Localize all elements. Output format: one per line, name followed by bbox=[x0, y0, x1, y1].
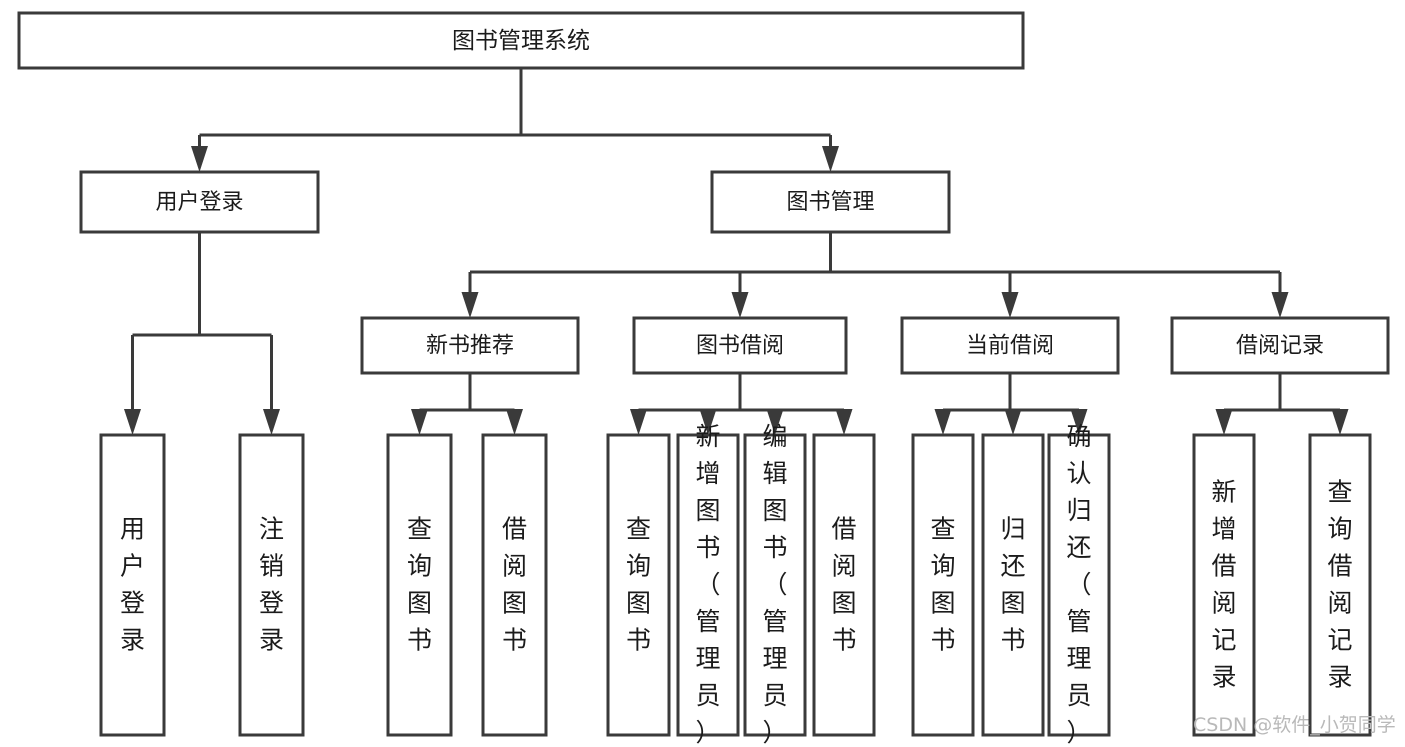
node-borrow_record[interactable]: 借阅记录 bbox=[1170, 316, 1390, 375]
csdn-watermark: CSDN @软件_小贺同学 bbox=[1193, 714, 1396, 736]
node-box-book_borrow bbox=[632, 316, 848, 375]
leaf-label-leaf-borrow-book-2: 借阅图书 bbox=[831, 515, 856, 655]
node-label-current_borrow: 当前借阅 bbox=[966, 334, 1054, 359]
node-box-root bbox=[17, 11, 1025, 70]
node-label-root: 图书管理系统 bbox=[452, 28, 590, 54]
leaf-box-leaf-edit-book-admin bbox=[743, 433, 807, 737]
edge-user_login-to-leaf-logout-login-head bbox=[263, 409, 280, 435]
node-label-book_borrow: 图书借阅 bbox=[696, 334, 784, 359]
leaf-leaf-query-book-2[interactable]: 查询图书 bbox=[606, 433, 671, 737]
leaf-label-leaf-add-book-admin: 新增图书（管理员） bbox=[695, 422, 720, 747]
leaf-box-leaf-return-book bbox=[981, 433, 1045, 737]
leaf-label-leaf-query-borrow-rec: 查询借阅记录 bbox=[1327, 478, 1352, 692]
leaf-label-leaf-logout-login: 注销登录 bbox=[259, 515, 284, 655]
edge-book-manage-to-new_book_rec-0-head bbox=[461, 292, 479, 318]
node-box-new_book_rec bbox=[360, 316, 580, 375]
edge-book-manage-to-book_borrow-1-head bbox=[731, 292, 749, 318]
leaf-leaf-borrow-book-2[interactable]: 借阅图书 bbox=[812, 433, 876, 737]
leaf-label-leaf-return-book: 归还图书 bbox=[1000, 515, 1025, 655]
leaf-box-leaf-add-book-admin bbox=[676, 433, 740, 737]
leaf-box-leaf-borrow-book-2 bbox=[812, 433, 876, 737]
edge-new_book_rec-to-leaf-borrow-book-1-head bbox=[506, 409, 523, 435]
edge-book_borrow-to-leaf-query-book-2-head bbox=[630, 409, 647, 435]
leaf-box-leaf-logout-login bbox=[238, 433, 305, 737]
edge-current_borrow-to-leaf-return-book-head bbox=[1004, 409, 1022, 435]
node-root[interactable]: 图书管理系统 bbox=[17, 11, 1025, 70]
leaf-label-leaf-query-book-2: 查询图书 bbox=[626, 515, 651, 655]
leaf-label-leaf-edit-book-admin: 编辑图书（管理员） bbox=[762, 422, 787, 747]
node-box-book_manage bbox=[710, 170, 951, 234]
leaf-leaf-query-borrow-rec[interactable]: 查询借阅记录 bbox=[1308, 433, 1372, 737]
leaf-leaf-user-login[interactable]: 用户登录 bbox=[99, 433, 166, 737]
node-box-borrow_record bbox=[1170, 316, 1390, 375]
leaf-box-leaf-user-login bbox=[99, 433, 166, 737]
edge-book-manage-to-current_borrow-2-head bbox=[1001, 292, 1019, 318]
leaf-leaf-confirm-return[interactable]: 确认归还（管理员） bbox=[1047, 422, 1111, 747]
leaf-leaf-borrow-book-1[interactable]: 借阅图书 bbox=[481, 433, 548, 737]
edge-borrow_record-to-leaf-add-borrow-rec-head bbox=[1215, 409, 1233, 435]
edge-user_login-to-leaf-user-login-head bbox=[124, 409, 141, 435]
leaf-label-leaf-confirm-return: 确认归还（管理员） bbox=[1066, 422, 1091, 747]
leaf-box-leaf-add-borrow-rec bbox=[1192, 433, 1256, 737]
edge-book_borrow-to-leaf-add-book-admin-head bbox=[699, 409, 717, 435]
edge-book_borrow-to-leaf-edit-book-admin-head bbox=[766, 409, 784, 435]
node-user_login[interactable]: 用户登录 bbox=[79, 170, 320, 234]
node-book_borrow[interactable]: 图书借阅 bbox=[632, 316, 848, 375]
leaf-label-leaf-borrow-book-1: 借阅图书 bbox=[502, 515, 527, 655]
leaf-label-leaf-add-borrow-rec: 新增借阅记录 bbox=[1211, 478, 1236, 692]
node-book_manage[interactable]: 图书管理 bbox=[710, 170, 951, 234]
node-label-book_manage: 图书管理 bbox=[786, 190, 874, 215]
leaf-leaf-edit-book-admin[interactable]: 编辑图书（管理员） bbox=[743, 422, 807, 747]
edge-root-to-user-login-head bbox=[191, 146, 208, 172]
edge-book-manage-to-borrow_record-3-head bbox=[1271, 292, 1289, 318]
edge-borrow_record-to-leaf-query-borrow-rec-head bbox=[1331, 409, 1349, 435]
node-box-user_login bbox=[79, 170, 320, 234]
leaf-label-leaf-user-login: 用户登录 bbox=[120, 515, 145, 655]
leaf-layer: 用户登录 注销登录 查询图书 借阅图书 查询图书 新增图书（管理员） 编辑图书（管理员） 借阅… bbox=[99, 422, 1372, 747]
node-box-current_borrow bbox=[900, 316, 1120, 375]
leaf-box-leaf-borrow-book-1 bbox=[481, 433, 548, 737]
node-label-borrow_record: 借阅记录 bbox=[1236, 334, 1324, 359]
leaf-box-leaf-query-book-3 bbox=[911, 433, 975, 737]
node-new_book_rec[interactable]: 新书推荐 bbox=[360, 316, 580, 375]
leaf-box-leaf-query-book-1 bbox=[386, 433, 453, 737]
leaf-box-leaf-confirm-return bbox=[1047, 433, 1111, 737]
edge-layer bbox=[124, 68, 1349, 435]
edge-current_borrow-to-leaf-confirm-return-head bbox=[1070, 409, 1088, 435]
leaf-box-leaf-query-borrow-rec bbox=[1308, 433, 1372, 737]
node-label-user_login: 用户登录 bbox=[155, 190, 243, 215]
edge-root-to-book-manage-head bbox=[822, 146, 839, 172]
node-current_borrow[interactable]: 当前借阅 bbox=[900, 316, 1120, 375]
leaf-box-leaf-query-book-2 bbox=[606, 433, 671, 737]
edge-new_book_rec-to-leaf-query-book-1-head bbox=[411, 409, 428, 435]
leaf-leaf-query-book-3[interactable]: 查询图书 bbox=[911, 433, 975, 737]
leaf-label-leaf-query-book-1: 查询图书 bbox=[407, 515, 432, 655]
node-label-new_book_rec: 新书推荐 bbox=[426, 334, 514, 359]
edge-current_borrow-to-leaf-query-book-3-head bbox=[934, 409, 952, 435]
leaf-leaf-add-borrow-rec[interactable]: 新增借阅记录 bbox=[1192, 433, 1256, 737]
leaf-label-leaf-query-book-3: 查询图书 bbox=[930, 515, 955, 655]
leaf-leaf-logout-login[interactable]: 注销登录 bbox=[238, 433, 305, 737]
leaf-leaf-query-book-1[interactable]: 查询图书 bbox=[386, 433, 453, 737]
leaf-leaf-return-book[interactable]: 归还图书 bbox=[981, 433, 1045, 737]
leaf-leaf-add-book-admin[interactable]: 新增图书（管理员） bbox=[676, 422, 740, 747]
edge-book_borrow-to-leaf-borrow-book-2-head bbox=[835, 409, 853, 435]
